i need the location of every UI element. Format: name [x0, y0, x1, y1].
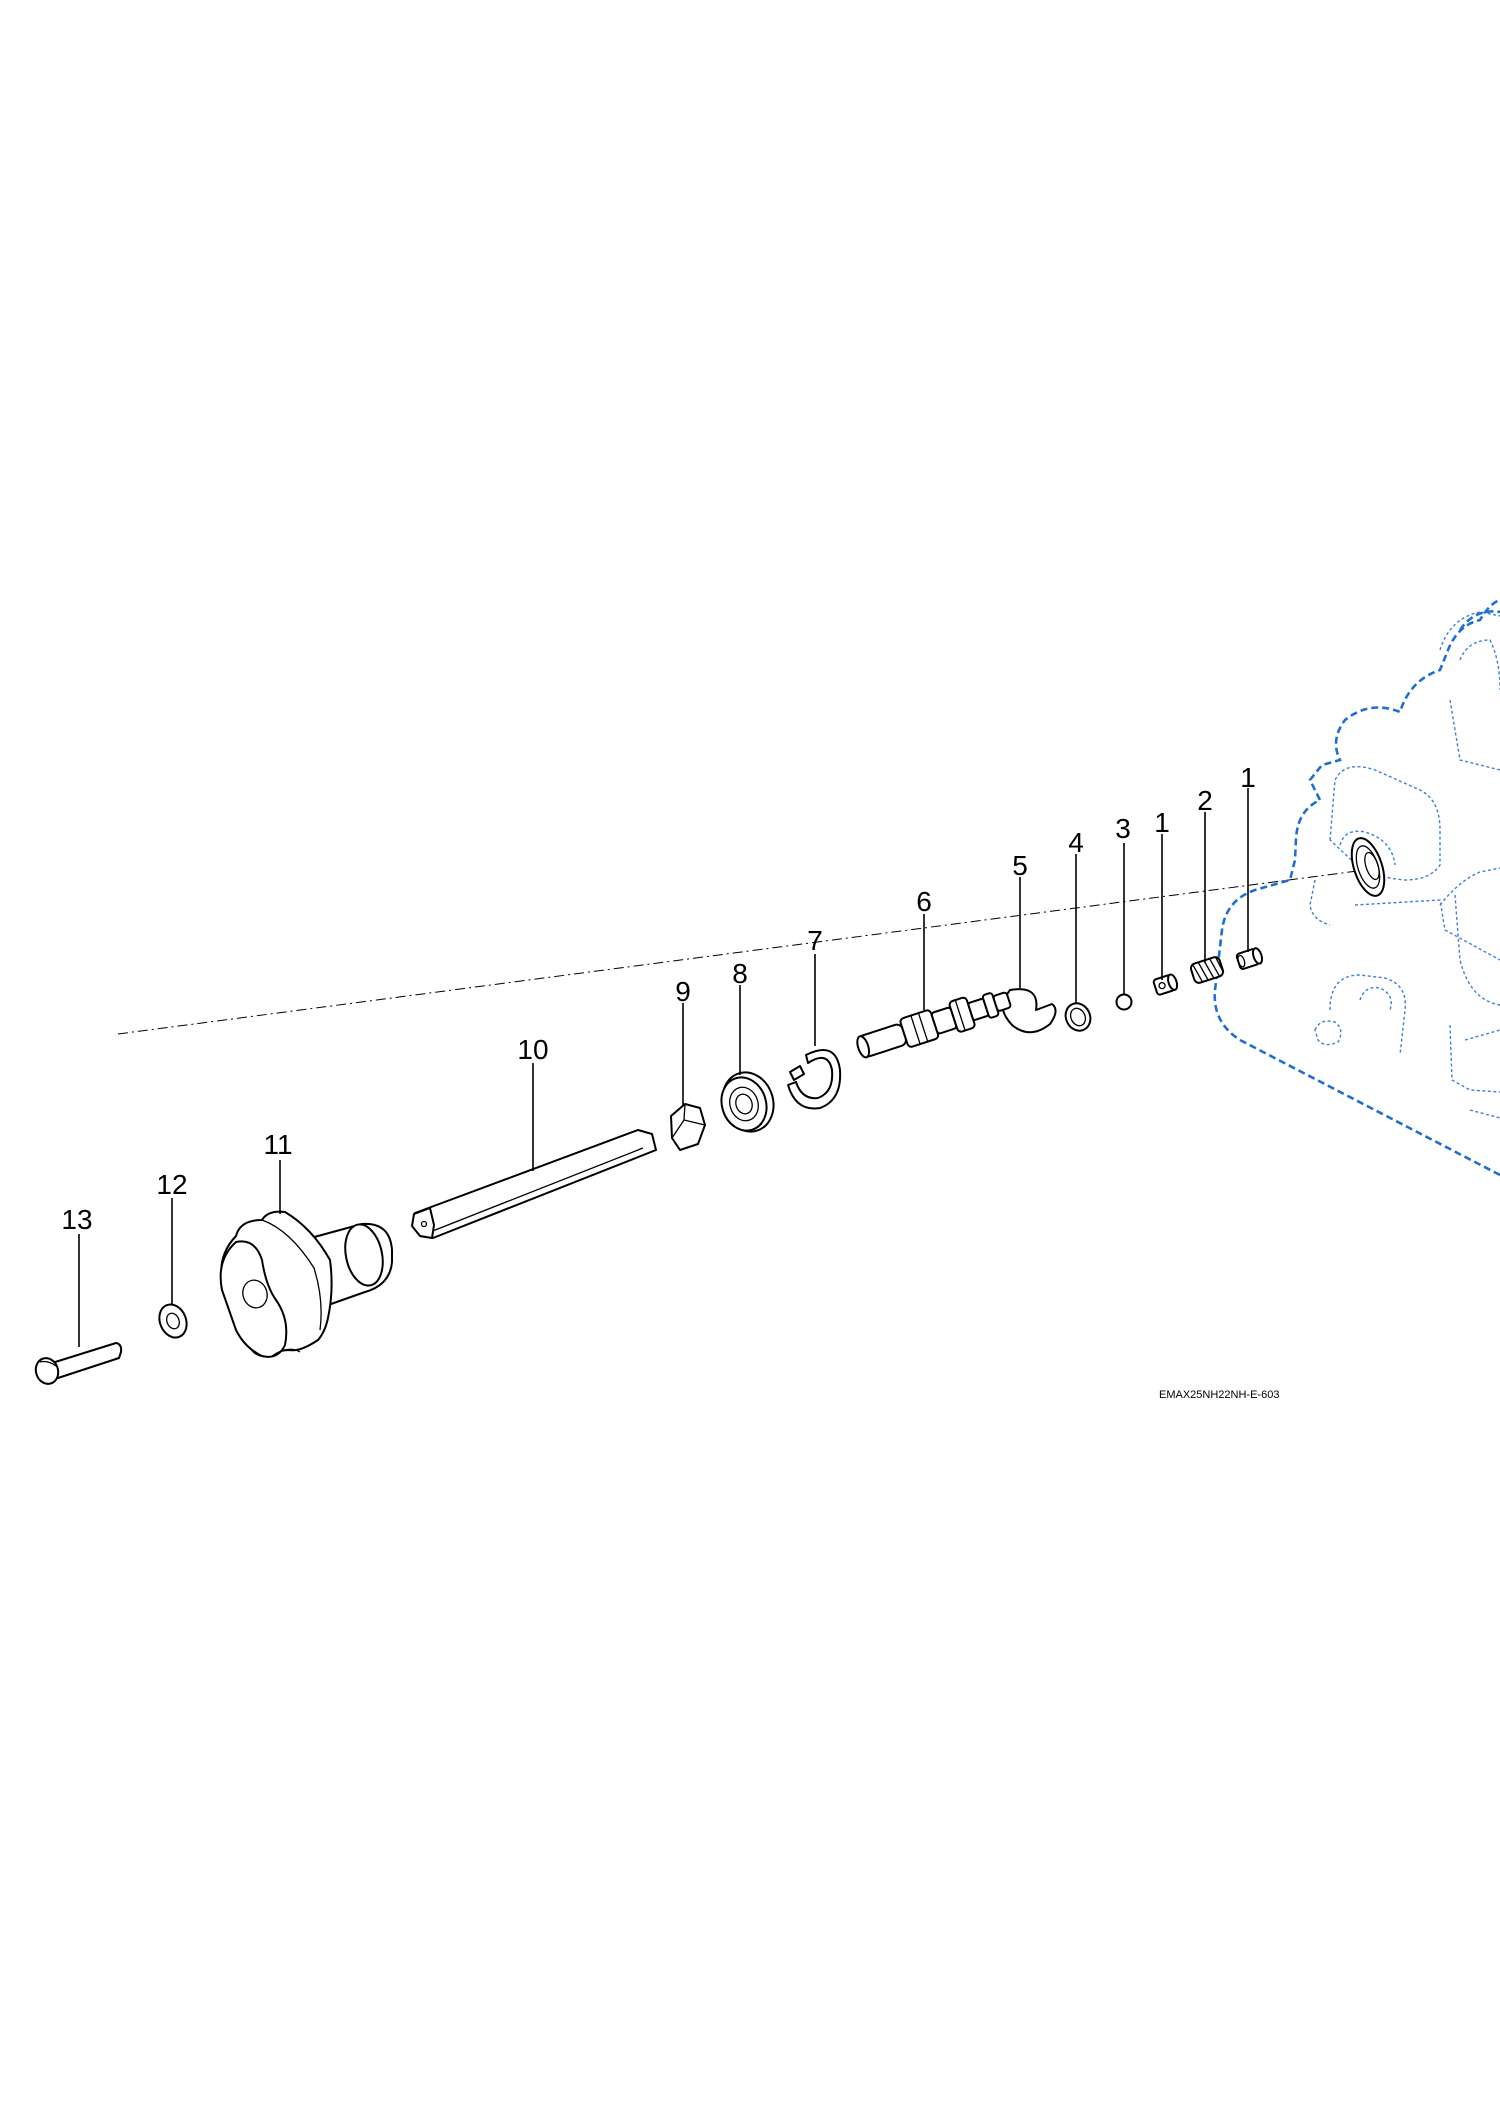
callout-11: 11	[263, 1129, 292, 1160]
part-8-oil-seal	[720, 1071, 775, 1133]
callout-2: 2	[1197, 785, 1213, 816]
housing-port	[1350, 837, 1386, 897]
assembly-axis	[117, 867, 1381, 1035]
callout-1-left: 1	[1154, 807, 1170, 838]
callout-13: 13	[61, 1204, 92, 1235]
part-10-hex-shaft	[411, 1129, 657, 1239]
part-1-plug-right	[1235, 947, 1264, 970]
callout-10: 10	[517, 1034, 548, 1065]
part-12-washer	[158, 1303, 188, 1339]
part-4-o-ring	[1064, 1002, 1092, 1032]
callout-9: 9	[675, 976, 691, 1007]
part-3-ball	[1115, 993, 1133, 1011]
part-7-snap-ring	[787, 1049, 842, 1110]
part-13-bolt	[34, 1342, 123, 1385]
drawing-reference-code: EMAX25NH22NH-E-603	[1159, 1389, 1279, 1401]
callout-4: 4	[1068, 827, 1084, 858]
part-9-hex-nut	[670, 1103, 706, 1151]
part-1-plug-left	[1152, 973, 1179, 996]
part-2-spring	[1189, 956, 1225, 984]
valve-housing	[1213, 598, 1500, 1177]
callout-7: 7	[807, 925, 823, 956]
callout-5: 5	[1012, 850, 1028, 881]
callout-3: 3	[1115, 813, 1131, 844]
part-6-valve-spool	[856, 991, 1012, 1059]
callout-8: 8	[732, 958, 748, 989]
callout-6: 6	[916, 886, 932, 917]
part-5-c-clip	[1001, 988, 1057, 1034]
part-11-knob	[219, 1210, 393, 1358]
callout-1-right: 1	[1240, 762, 1256, 793]
callout-12: 12	[156, 1169, 187, 1200]
